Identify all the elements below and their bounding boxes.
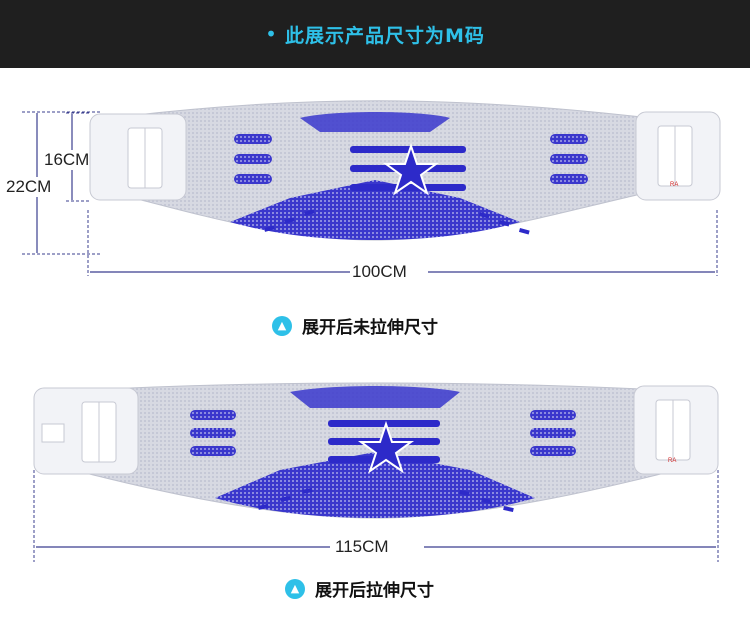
triangle-up-icon: ▲ bbox=[285, 578, 305, 599]
triangle-up-icon: ▲ bbox=[272, 315, 292, 336]
dim-label-22cm: 22CM bbox=[6, 177, 52, 197]
caption-stretched-text: 展开后拉伸尺寸 bbox=[315, 581, 434, 601]
caption-unstretched: ▲ 展开后未拉伸尺寸 bbox=[272, 313, 438, 338]
brand-mark-2: RA bbox=[668, 458, 676, 464]
header-title: 此展示产品尺寸为M码 bbox=[284, 24, 485, 47]
dot-icon: • bbox=[265, 22, 277, 46]
header-banner: • 此展示产品尺寸为M码 bbox=[0, 0, 750, 68]
dimension-lines-2 bbox=[33, 470, 719, 562]
belt-stretched: RA bbox=[33, 382, 719, 562]
dim-label-100cm: 100CM bbox=[352, 262, 407, 282]
star-icon bbox=[382, 142, 440, 196]
belt-unstretched: RA bbox=[22, 100, 721, 276]
star-icon bbox=[357, 420, 415, 474]
caption-stretched: ▲ 展开后拉伸尺寸 bbox=[285, 576, 434, 601]
brand-mark-1: RA bbox=[670, 182, 678, 188]
dimension-lines-1 bbox=[22, 111, 718, 276]
caption-unstretched-text: 展开后未拉伸尺寸 bbox=[302, 318, 438, 338]
dim-label-16cm: 16CM bbox=[44, 150, 90, 170]
dim-label-115cm: 115CM bbox=[335, 537, 389, 557]
